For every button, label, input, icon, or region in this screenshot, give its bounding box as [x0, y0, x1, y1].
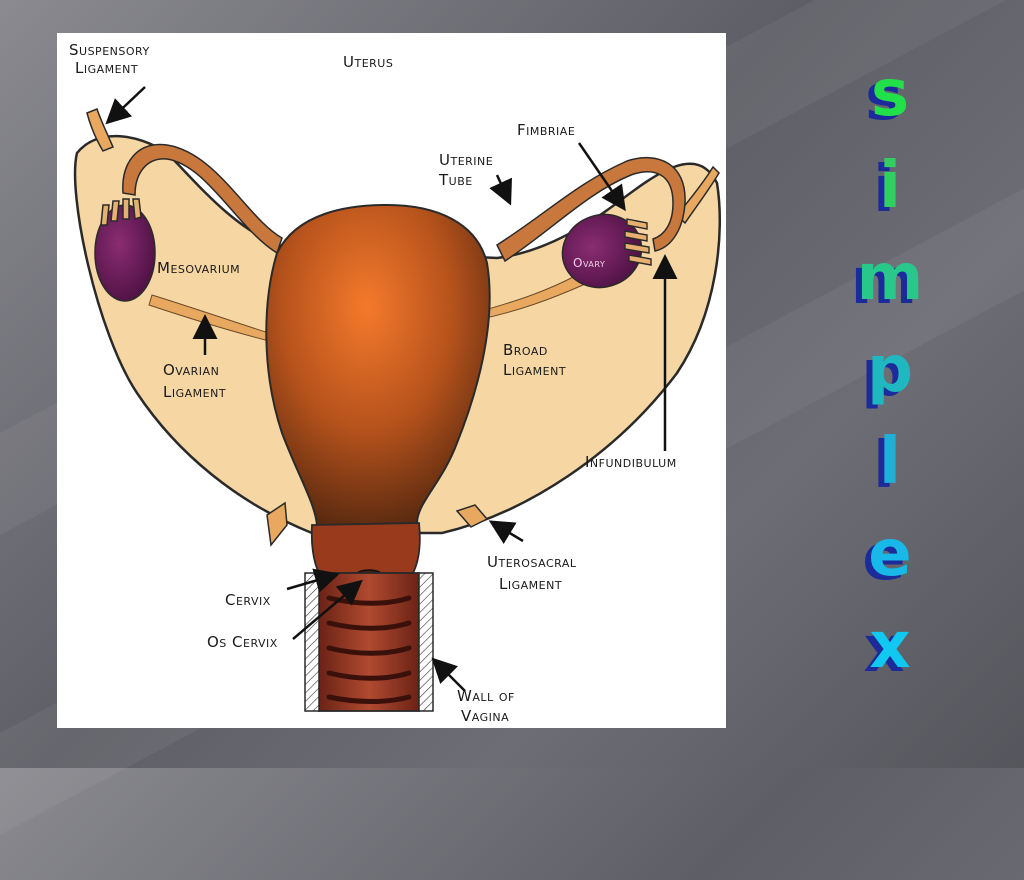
cervix-label: Cervix	[225, 591, 271, 609]
broad-ligament-label-2: Ligament	[503, 361, 566, 379]
os-cervix-label: Os Cervix	[207, 633, 278, 651]
ovary-label: Ovary	[573, 256, 605, 270]
uterine-tube-left	[122, 143, 283, 255]
side-title-letter-shadow: l	[873, 429, 895, 503]
vagina-wall-right	[418, 572, 434, 712]
infundibulum-label: Infundibulum	[585, 453, 677, 471]
vagina-wall-label-1: Wall of	[457, 687, 515, 705]
uterine-tube-label-1: Uterine	[439, 151, 493, 169]
suspensory-ligament-left	[86, 108, 114, 152]
vagina	[318, 572, 420, 712]
pointer-arrows	[105, 86, 678, 692]
uterosacral-stub-left	[266, 501, 288, 547]
fimbriae-right	[624, 218, 652, 266]
fimbriae-left	[100, 198, 142, 226]
ovarian-ligament-label-2: Ligament	[163, 383, 226, 401]
side-title-letter-face: l	[879, 425, 901, 499]
uterus-diagram: Uterus Suspensory Ligament Fimbriae Uter…	[69, 41, 722, 725]
vagina-wall-left	[304, 572, 320, 712]
uterosacral-label-1: Uterosacral	[487, 553, 577, 571]
vagina-wall-label-2: Vagina	[461, 707, 509, 725]
side-title-letter-shadow: s	[864, 61, 904, 135]
uterine-tube-label-2: Tube	[438, 171, 473, 189]
side-title-letter-face: e	[868, 517, 912, 591]
side-title-letter-shadow: x	[863, 613, 905, 687]
side-title-letter-shadow: m	[850, 245, 918, 319]
side-title-letter-shadow: p	[861, 337, 907, 411]
cervix	[310, 522, 421, 574]
uterosacral-stub-right	[455, 504, 489, 528]
side-title-letter-face: p	[867, 333, 913, 407]
side-title-letter-shadow: e	[862, 521, 906, 595]
side-title-letter-face: m	[856, 241, 924, 315]
fimbriae-label: Fimbriae	[517, 121, 575, 139]
side-title-letter-face: s	[870, 57, 910, 131]
title-label: Uterus	[343, 53, 393, 71]
suspensory-label-2: Ligament	[75, 59, 138, 77]
side-title-letter-shadow: i	[873, 153, 895, 227]
broad-ligament-label-1: Broad	[503, 341, 548, 359]
mesovarium-label: Mesovarium	[157, 259, 240, 277]
side-title-letter-face: x	[869, 609, 911, 683]
ovarian-ligament-label-1: Ovarian	[163, 361, 219, 379]
suspensory-label-1: Suspensory	[69, 41, 150, 59]
diagram-panel: Uterus Suspensory Ligament Fimbriae Uter…	[57, 33, 726, 728]
side-title-letter-face: i	[879, 149, 901, 223]
uterus-body	[265, 203, 491, 527]
uterosacral-label-2: Ligament	[499, 575, 562, 593]
